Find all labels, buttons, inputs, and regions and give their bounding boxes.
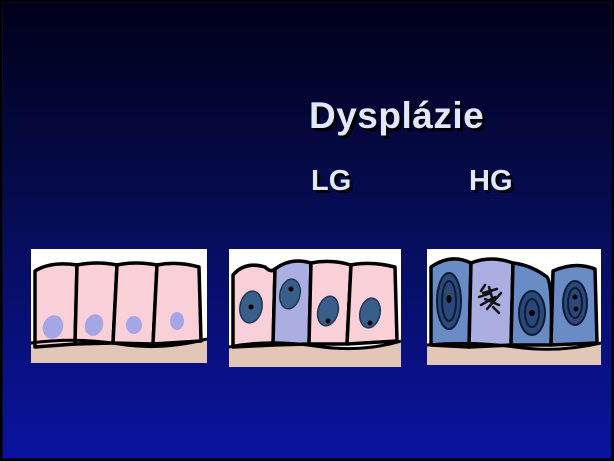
- low-grade-dysplasia-illustration: [229, 249, 401, 367]
- label-low-grade: LG: [311, 165, 351, 198]
- slide-title: Dysplázie: [309, 95, 484, 137]
- normal-nucleus: [170, 312, 184, 330]
- normal-epithelium-illustration: [31, 249, 207, 363]
- label-high-grade: HG: [469, 165, 513, 198]
- high-grade-dysplasia-illustration: [427, 249, 601, 365]
- normal-cell: [153, 263, 201, 344]
- normal-nucleus: [126, 316, 142, 334]
